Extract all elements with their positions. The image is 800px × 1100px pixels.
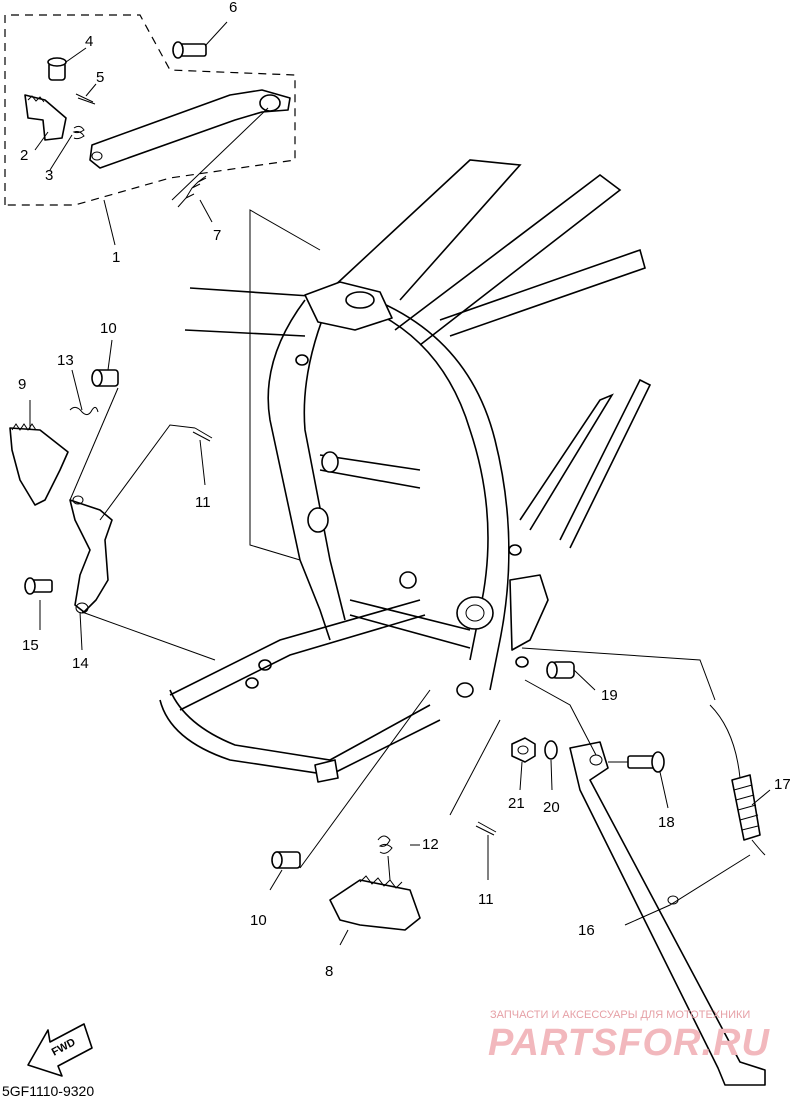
callout-16: 16	[578, 922, 595, 939]
callout-4: 4	[85, 33, 93, 50]
part-4-pin	[47, 57, 67, 81]
callout-2: 2	[20, 147, 28, 164]
callout-11-lower: 11	[478, 891, 494, 908]
part-2-foot-peg	[24, 94, 67, 141]
part-21-nut	[511, 737, 536, 763]
part-9-foot-peg	[9, 423, 69, 506]
callout-10-upper: 10	[100, 320, 117, 337]
part-7-spring	[177, 175, 207, 208]
callout-13: 13	[57, 352, 74, 369]
part-13-spring	[69, 406, 99, 416]
watermark-caption: ЗАПЧАСТИ И АКСЕССУАРЫ ДЛЯ МОТОТЕХНИКИ	[490, 1009, 750, 1021]
callout-8: 8	[325, 963, 333, 980]
part-12-spring	[377, 835, 393, 854]
fwd-arrow-icon: FWD	[27, 1023, 93, 1077]
part-3-spring	[72, 125, 85, 140]
part-18-bolt	[627, 751, 665, 773]
part-6-bolt	[172, 41, 207, 59]
callout-21: 21	[508, 795, 525, 812]
callout-10-lower: 10	[250, 912, 267, 929]
callout-11-upper: 11	[195, 494, 211, 511]
leader-lines	[29, 21, 771, 946]
diagram-code: 5GF1110-9320	[2, 1083, 94, 1099]
callout-7: 7	[213, 227, 221, 244]
callout-1: 1	[112, 249, 120, 266]
assembly-1-box	[4, 14, 296, 206]
callout-9: 9	[18, 376, 26, 393]
callout-15: 15	[22, 637, 39, 654]
watermark: ЗАПЧАСТИ И АКСЕССУАРЫ ДЛЯ МОТОТЕХНИКИ PA…	[488, 1009, 770, 1064]
frame	[159, 159, 652, 783]
part-5-cotter-pin	[75, 93, 96, 105]
part-11-cotter-pin-upper	[192, 427, 213, 442]
callout-12: 12	[422, 836, 439, 853]
callout-18: 18	[658, 814, 675, 831]
part-8-foot-peg	[329, 875, 421, 931]
callout-5: 5	[96, 69, 104, 86]
part-19-collar	[546, 661, 575, 679]
callout-19: 19	[601, 687, 618, 704]
callout-labels: 6 4 5 2 3 7 1 10 13 9 11 15 14 19 17 21 …	[18, 0, 791, 980]
watermark-brand: PARTSFOR.RU	[488, 1022, 770, 1064]
callout-14: 14	[72, 655, 89, 672]
callout-17: 17	[774, 776, 791, 793]
part-15-bolt	[24, 577, 53, 595]
part-20-washer	[544, 740, 558, 760]
part-17-spring	[709, 704, 766, 856]
part-14-bracket	[69, 495, 113, 614]
part-10-pin-lower	[271, 851, 301, 869]
callout-20: 20	[543, 799, 560, 816]
part-11-cotter-pin-lower	[475, 821, 497, 836]
callout-6: 6	[229, 0, 237, 16]
callout-3: 3	[45, 167, 53, 184]
part-10-pin-upper	[91, 369, 119, 387]
part-rear-brake-pedal	[89, 89, 291, 169]
